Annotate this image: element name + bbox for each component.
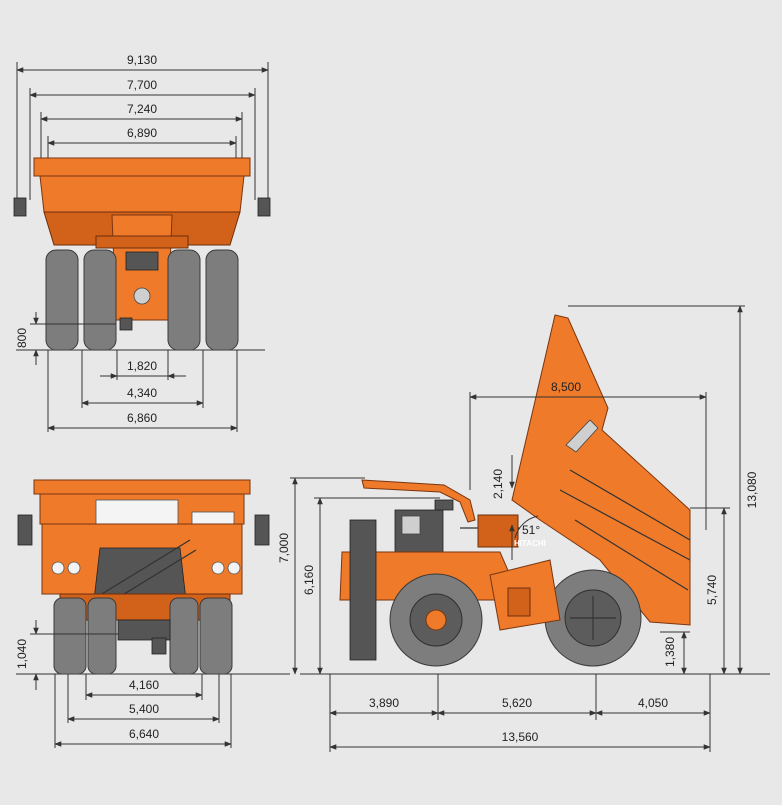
front-headlights-right	[211, 561, 241, 575]
front-clearance-label: 1,040	[15, 639, 29, 669]
front-view: 1,040 4,160 5,400 6,640	[15, 479, 290, 748]
length-overall-label: 13,560	[502, 730, 539, 744]
truck-model-badge: HITACHI	[514, 539, 546, 548]
wheelbase-label: 5,620	[502, 696, 532, 710]
rear-width-mirrors-label: 7,700	[127, 78, 157, 92]
body-length-label: 8,500	[551, 380, 581, 394]
front-overhang-label: 3,890	[369, 696, 399, 710]
rear-width-body-inner-label: 6,890	[127, 126, 157, 140]
ladder	[349, 519, 377, 661]
front-width-overall-label: 6,640	[129, 727, 159, 741]
rear-view: 9,130 7,700 7,240 6,890	[13, 53, 271, 432]
height-loaded-label: 7,000	[277, 533, 291, 563]
front-headlights-left	[51, 561, 81, 575]
rear-truck-illustration	[13, 157, 271, 351]
rear-tire-width-label: 6,860	[127, 411, 157, 425]
rear-clearance-label: 800	[15, 328, 29, 348]
dump-angle-label: 51°	[522, 523, 540, 537]
canopy-clearance-label: 2,140	[491, 469, 505, 499]
rear-width-body-outer-label: 7,240	[127, 102, 157, 116]
front-track-label: 4,160	[129, 678, 159, 692]
rear-width-overall-label: 9,130	[127, 53, 157, 67]
height-raised-label: 13,080	[745, 471, 759, 508]
canopy	[361, 479, 476, 523]
height-cab-label: 6,160	[302, 565, 316, 595]
rear-clearance-side-label: 1,380	[663, 637, 677, 667]
side-truck-illustration: HITACHI	[339, 314, 691, 667]
front-truck-illustration	[17, 479, 270, 675]
side-view: HITACHI 8,500 2,140 51° 7,000 6,160 13,0…	[277, 305, 770, 752]
front-width-tires-label: 5,400	[129, 702, 159, 716]
rear-track-label: 4,340	[127, 386, 157, 400]
raised-dump-body	[511, 314, 691, 626]
dump-angle-arc	[514, 515, 539, 539]
pivot-height-label: 5,740	[705, 575, 719, 605]
rear-overhang-label: 4,050	[638, 696, 668, 710]
rear-inner-track-label: 1,820	[127, 359, 157, 373]
